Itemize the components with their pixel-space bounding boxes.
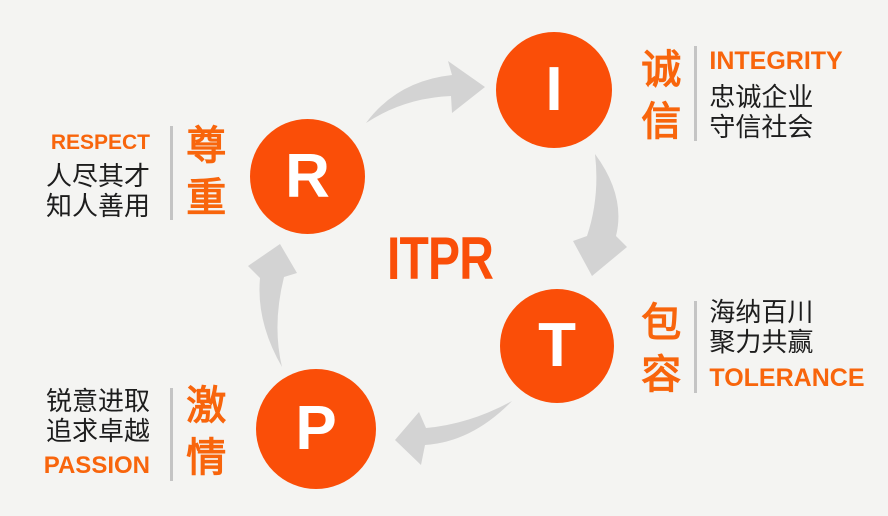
passion-en-label: PASSION <box>43 452 150 479</box>
node-letter-integrity: I <box>545 55 563 124</box>
passion-slogan-line-2: 追求卓越 <box>45 416 150 446</box>
node-circle-integrity: I <box>496 32 612 148</box>
tolerance-cn-vertical: 包容 <box>641 301 682 397</box>
tolerance-text-block: 海纳百川 聚力共赢 TOLERANCE <box>709 297 864 391</box>
tolerance-slogan-line-2: 聚力共赢 <box>709 327 814 357</box>
arrow-i-to-t-icon <box>573 154 627 276</box>
arrow-r-to-i-icon <box>366 61 485 123</box>
respect-label-group: RESPECT 人尽其才 知人善用 尊重 <box>30 124 227 224</box>
tolerance-divider <box>694 301 698 393</box>
respect-slogan-line-2: 知人善用 <box>45 191 150 221</box>
node-letter-tolerance: T <box>538 311 576 380</box>
integrity-text-block: INTEGRITY 忠诚企业 守信社会 <box>709 44 843 143</box>
respect-en-label: RESPECT <box>50 131 150 154</box>
passion-text-block: 锐意进取 追求卓越 PASSION <box>30 386 150 478</box>
respect-slogan-line-1: 人尽其才 <box>45 161 150 191</box>
node-circle-passion: P <box>256 369 376 489</box>
tolerance-label-group: 包容 海纳百川 聚力共赢 TOLERANCE <box>640 297 864 401</box>
integrity-cn-vertical: 诚信 <box>641 48 682 144</box>
passion-slogan-line-1: 锐意进取 <box>45 386 150 416</box>
node-letter-respect: R <box>285 141 330 211</box>
arrow-p-to-r-icon <box>248 244 297 367</box>
integrity-divider <box>694 46 698 141</box>
integrity-label-group: 诚信 INTEGRITY 忠诚企业 守信社会 <box>640 44 843 148</box>
node-circle-tolerance: T <box>500 289 614 403</box>
passion-cn-vertical: 激情 <box>186 384 227 480</box>
integrity-en-label: INTEGRITY <box>709 47 843 75</box>
passion-label-group: 锐意进取 追求卓越 PASSION 激情 <box>30 384 227 484</box>
tolerance-en-label: TOLERANCE <box>709 364 865 392</box>
respect-text-block: RESPECT 人尽其才 知人善用 <box>30 124 150 221</box>
integrity-slogan-line-2: 守信社会 <box>709 112 814 142</box>
center-title: ITPR <box>387 225 494 292</box>
node-letter-passion: P <box>295 394 337 463</box>
respect-divider <box>170 126 173 220</box>
respect-cn-vertical: 尊重 <box>186 124 227 220</box>
integrity-slogan-line-1: 忠诚企业 <box>709 82 814 112</box>
arrow-t-to-p-icon <box>395 401 512 465</box>
tolerance-slogan-line-1: 海纳百川 <box>709 297 814 327</box>
node-circle-respect: R <box>250 119 365 234</box>
passion-divider <box>170 388 173 481</box>
